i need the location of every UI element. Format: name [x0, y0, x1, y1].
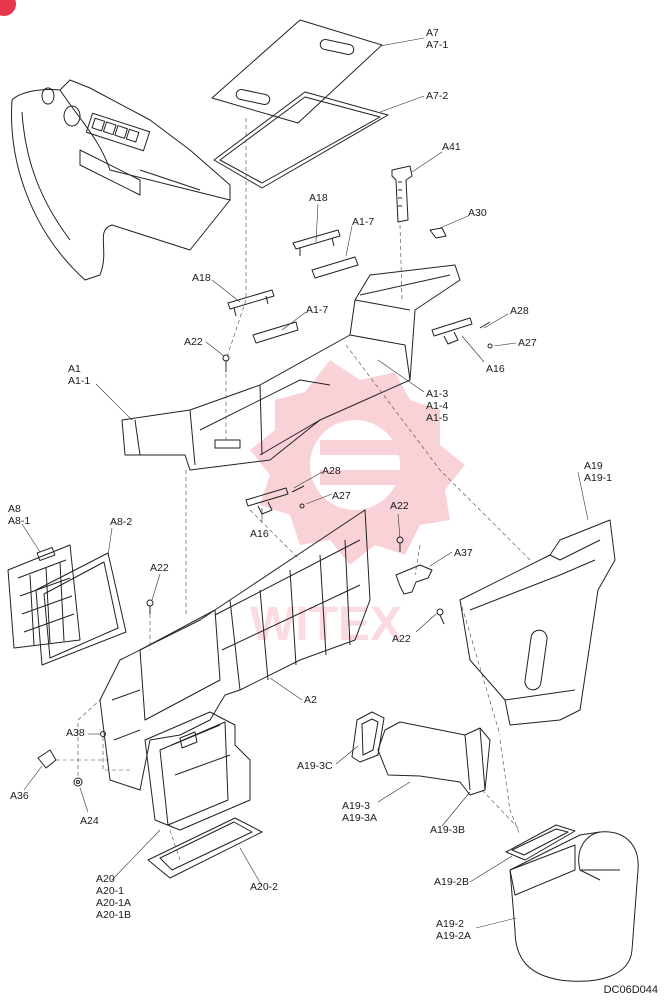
part-a41-handle	[391, 165, 413, 223]
assembly-guide-lines	[56, 118, 531, 861]
dashboard-outline	[11, 79, 231, 281]
label-a37: A37	[454, 547, 473, 559]
part-a19-duct	[459, 519, 616, 726]
part-a38-screw	[100, 731, 106, 737]
label-a1-7-mid: A1-7	[306, 304, 329, 316]
part-a7-2-gasket	[213, 91, 389, 189]
label-a2: A2	[304, 694, 317, 706]
part-a22-left	[146, 599, 154, 614]
part-a2-housing	[99, 509, 371, 791]
part-a28-mid	[291, 485, 305, 493]
label-a18-top: A18	[309, 192, 328, 204]
part-a1-7-mid	[252, 321, 299, 344]
label-a1-7-top: A1-7	[352, 216, 375, 228]
label-a30: A30	[468, 207, 487, 219]
part-a19-2b-seal	[505, 824, 576, 861]
label-a22-mid: A22	[390, 500, 409, 512]
part-a18-left	[227, 289, 275, 317]
label-a28-right: A28	[510, 305, 529, 317]
part-a27-mid	[299, 503, 305, 509]
part-a18-top	[292, 229, 341, 256]
label-a16-mid: A16	[250, 528, 269, 540]
label-a24: A24	[80, 815, 99, 827]
drawing-code: DC06D044	[603, 984, 658, 996]
part-a19-3c-seal	[351, 711, 385, 763]
watermark-text: WITEX	[250, 598, 402, 651]
part-a1-console	[121, 264, 461, 471]
part-a16-mid	[245, 487, 289, 515]
part-a20-duct	[144, 711, 251, 831]
label-a8-2: A8-2	[110, 516, 133, 528]
label-a7-2: A7-2	[426, 90, 449, 102]
label-a41: A41	[442, 141, 461, 153]
label-a36: A36	[10, 790, 29, 802]
label-a18-left: A18	[192, 272, 211, 284]
part-a1-7-top	[311, 256, 359, 279]
part-a8-filter	[7, 544, 81, 649]
label-a19-2b: A19-2B	[434, 876, 470, 888]
label-a38: A38	[66, 727, 85, 739]
label-a27-right: A27	[518, 337, 537, 349]
label-a28-mid: A28	[322, 465, 341, 477]
part-a20-2-gasket	[147, 817, 263, 879]
label-a20-2: A20-2	[250, 881, 279, 893]
part-a19-2-elbow	[509, 831, 639, 982]
part-a8-2-frame	[35, 552, 127, 666]
label-a22-top: A22	[184, 336, 203, 348]
label-a22-left: A22	[150, 562, 169, 574]
label-a27-mid: A27	[332, 490, 351, 502]
part-a30-clip	[429, 227, 447, 239]
label-a16-right: A16	[486, 363, 505, 375]
label-a19-3b: A19-3B	[430, 824, 466, 836]
part-a24-grommet	[73, 777, 83, 787]
leader-lines	[21, 37, 589, 929]
part-a7-cover	[211, 19, 383, 124]
watermark-logo	[250, 360, 465, 565]
part-a27-right	[487, 343, 493, 349]
part-a16-right	[431, 317, 473, 345]
part-a28-right	[479, 321, 491, 329]
part-a22-right	[436, 608, 445, 625]
part-a19-3-tube	[377, 721, 491, 796]
part-a36-clip	[37, 749, 57, 769]
corner-badge	[0, 0, 16, 16]
part-a37-bracket	[395, 564, 433, 595]
label-a22-right: A22	[392, 633, 411, 645]
label-a19-3c: A19-3C	[297, 760, 333, 772]
